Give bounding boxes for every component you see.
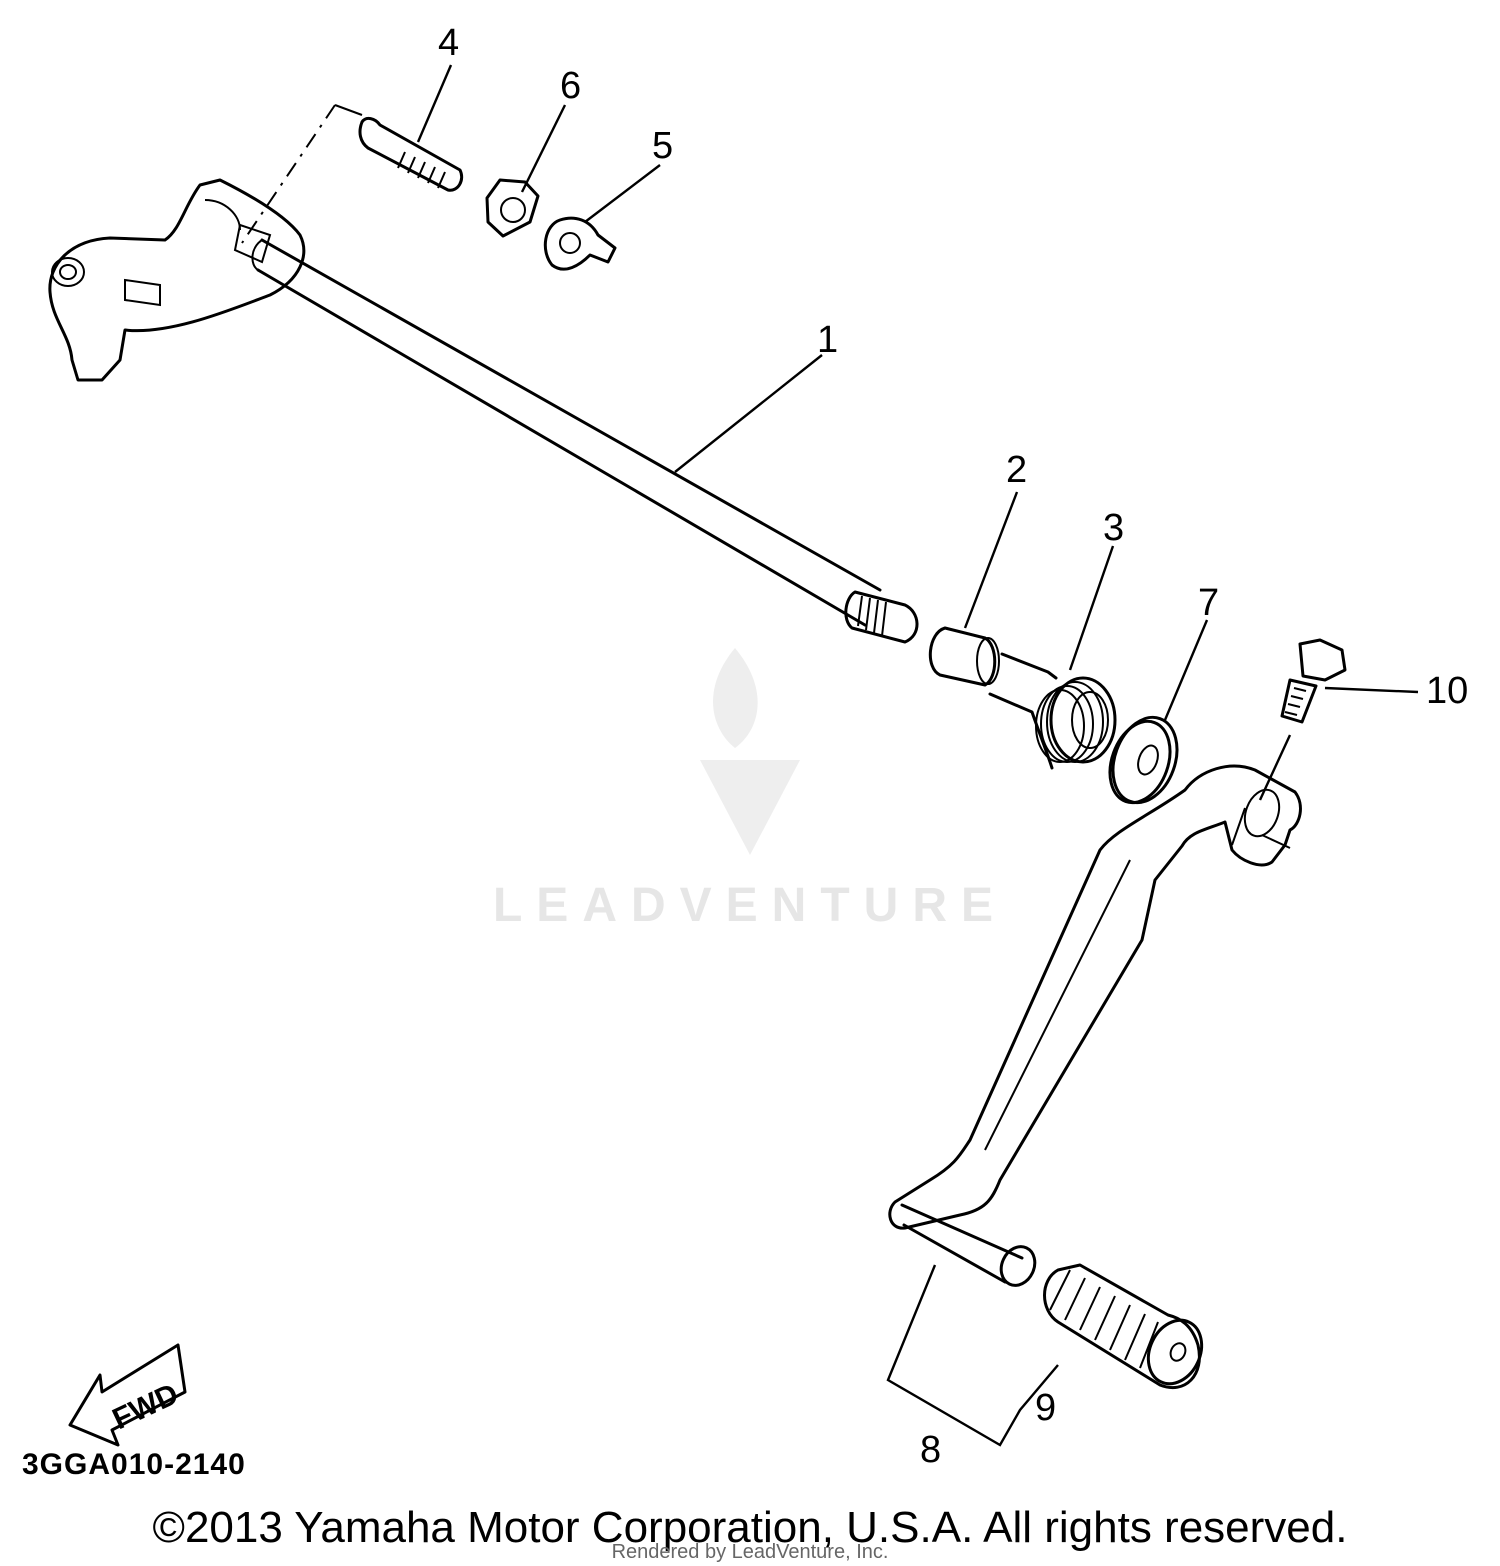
callout-numbers: 4 6 5 1 2 3 7 10 8 9 <box>438 22 1468 1471</box>
pinch-bolt-part <box>1280 638 1347 724</box>
washer-part <box>1108 715 1179 805</box>
leader-lines <box>416 64 1419 1447</box>
callout-4: 4 <box>438 22 459 64</box>
callout-8: 8 <box>920 1429 941 1471</box>
callout-1: 1 <box>817 319 838 361</box>
fwd-label: FWD <box>108 1377 184 1436</box>
forward-arrow-icon: FWD <box>68 1343 187 1447</box>
bolt-part <box>358 116 464 192</box>
callout-5: 5 <box>652 125 673 167</box>
rendered-by-credit: Rendered by LeadVenture, Inc. <box>611 1541 889 1563</box>
torsion-spring-part <box>988 652 1117 770</box>
shift-pedal-part <box>888 764 1302 1287</box>
diagram-code: 3GGA010-2140 <box>22 1448 246 1481</box>
collar-part <box>928 626 1000 687</box>
copyright-notice: ©2013 Yamaha Motor Corporation, U.S.A. A… <box>152 1503 1348 1552</box>
callout-3: 3 <box>1103 507 1124 549</box>
shift-shaft-part <box>48 104 919 644</box>
watermark-logo-icon <box>700 648 800 855</box>
watermark-brand-text: LEADVENTURE <box>492 879 1008 932</box>
callout-2: 2 <box>1006 449 1027 491</box>
callout-7: 7 <box>1198 582 1219 624</box>
pedal-rubber-part <box>1043 1263 1204 1390</box>
callout-10: 10 <box>1426 670 1468 712</box>
lock-washer-part <box>543 216 617 271</box>
callout-9: 9 <box>1035 1387 1056 1429</box>
callout-6: 6 <box>560 65 581 107</box>
nut-part <box>485 178 540 238</box>
